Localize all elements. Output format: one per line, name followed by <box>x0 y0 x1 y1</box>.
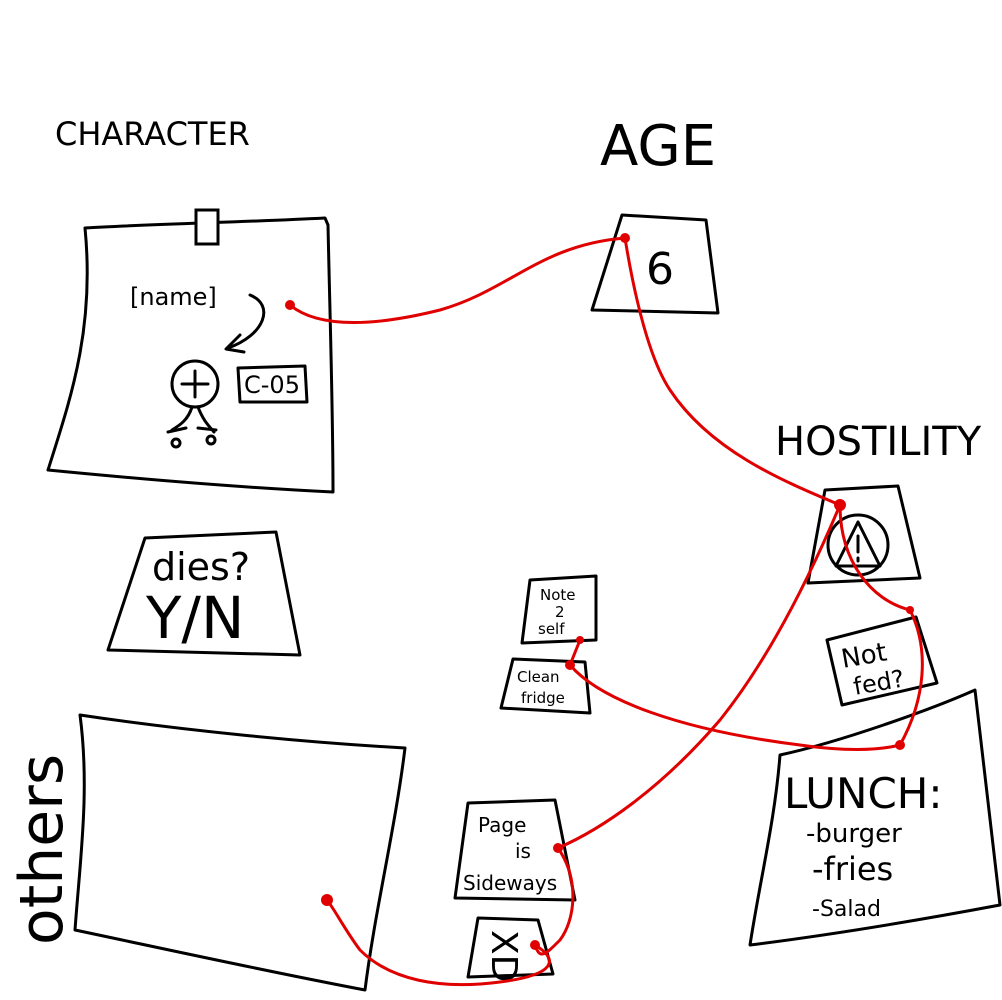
lunch-title: LUNCH: <box>784 769 943 818</box>
page-card: Page is Sideways <box>453 798 577 902</box>
pin-icon <box>285 300 295 310</box>
pin-icon <box>576 636 584 644</box>
hostility-heading: HOSTILITY <box>775 419 982 465</box>
pins <box>285 233 914 950</box>
xd-card: XD <box>466 916 555 982</box>
character-card: [name] C-05 <box>46 208 335 494</box>
string-connections <box>288 236 924 987</box>
page-line3: Sideways <box>463 871 557 895</box>
pin-icon <box>620 233 630 243</box>
fridge-line2: fridge <box>521 689 565 707</box>
arrow-head-icon <box>224 333 246 354</box>
warning-icon <box>826 513 890 577</box>
string-character-age <box>288 236 627 324</box>
others-heading: others <box>7 754 77 945</box>
lunch-item-3: -Salad <box>812 897 881 922</box>
id-tag <box>236 364 309 404</box>
string-age-hostility <box>623 236 842 507</box>
character-name-label: [name] <box>130 283 217 311</box>
page-line1: Page <box>478 813 526 837</box>
xd-text: XD <box>483 930 524 982</box>
pin-icon <box>834 499 846 511</box>
pin-icon <box>530 940 540 950</box>
lunch-item-2: -fries <box>812 850 893 888</box>
lunch-card: LUNCH: -burger -fries -Salad <box>748 688 1002 947</box>
lunch-item-1: -burger <box>806 819 902 849</box>
hostility-card <box>806 484 922 585</box>
dies-question: dies? <box>152 545 250 589</box>
age-heading: AGE <box>600 114 716 179</box>
others-card <box>73 713 407 992</box>
character-heading: CHARACTER <box>55 115 250 153</box>
string-fridge-lunch <box>568 663 902 752</box>
page-line2: is <box>515 839 531 863</box>
string-page-xd <box>533 846 575 956</box>
note-line2: 2 <box>555 603 565 621</box>
dies-card: dies? Y/N <box>106 530 302 657</box>
pin-icon <box>906 606 914 614</box>
arrow-curve <box>226 293 266 350</box>
age-card: 6 <box>590 213 720 315</box>
note-line3: self <box>538 620 565 638</box>
string-hostility-page <box>556 503 842 850</box>
tape-piece <box>194 208 220 246</box>
stick-figure-icon <box>166 359 220 449</box>
note-line1: Note <box>540 586 576 604</box>
dies-options: Y/N <box>145 584 244 652</box>
string-xd-others <box>325 898 551 987</box>
note-card: Note 2 self <box>520 574 598 645</box>
fridge-line1: Clean <box>517 668 560 686</box>
fridge-card: Clean fridge <box>499 657 592 715</box>
age-value: 6 <box>646 244 674 295</box>
character-id-label: C-05 <box>244 371 300 399</box>
pin-icon <box>321 894 333 906</box>
pin-icon <box>895 740 905 750</box>
pin-icon <box>565 660 575 670</box>
pin-icon <box>553 843 563 853</box>
